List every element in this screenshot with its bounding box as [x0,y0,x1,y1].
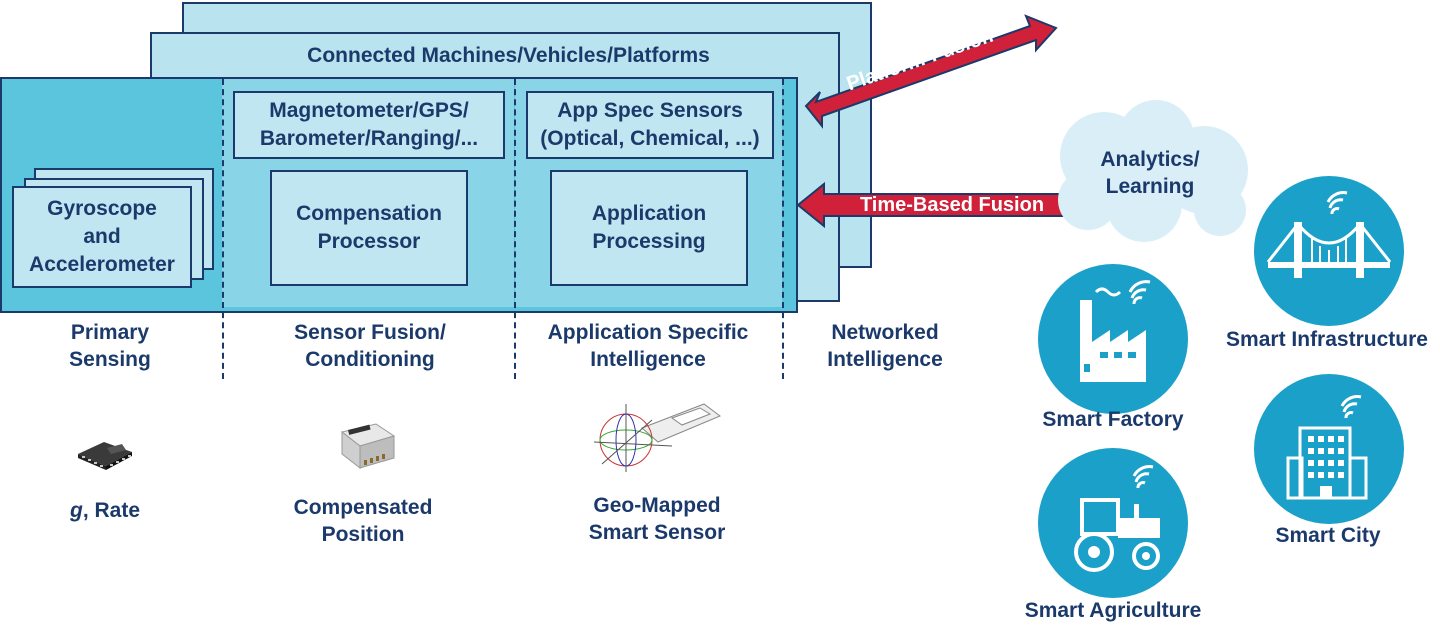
smart-infrastructure-label: Smart Infrastructure [1226,328,1428,351]
smart-agriculture-label: Smart Agriculture [1024,599,1202,622]
smart-infrastructure-circle [1254,176,1404,326]
divider-1 [222,79,224,379]
chip-icon [74,434,138,474]
rate-text: , Rate [82,499,140,522]
imu-module-icon [336,420,398,474]
app-spec-line-2: (Optical, Chemical, ...) [540,127,760,150]
application-processing-box: Application Processing [550,170,748,286]
divider-3 [782,79,784,379]
magnetometer-box: Magnetometer/GPS/ Barometer/Ranging/... [233,91,505,159]
bridge-icon [1266,191,1392,278]
smart-factory-label: Smart Factory [1042,408,1184,431]
gyro-line-1: Gyroscope [47,197,157,220]
compensation-processor-box: Compensation Processor [270,170,468,286]
app-spec-sensors-box: App Spec Sensors (Optical, Chemical, ...… [526,91,774,159]
smart-factory-circle [1038,264,1188,414]
compensation-line-1: Compensation [296,202,442,225]
column-networked-intelligence: Networked Intelligence [827,321,943,371]
wifi-icon [1128,280,1151,305]
layer-title-connected: Connected Machines/Vehicles/Platforms [307,44,710,67]
gyroscope-box: Gyroscope and Accelerometer [12,186,192,288]
column-application-intelligence: Application Specific Intelligence [547,321,749,371]
smart-city-label: Smart City [1275,524,1381,547]
platform-fusion-arrow [804,14,1058,129]
application-line-1: Application [591,202,707,225]
tractor-icon [1074,465,1160,572]
compensation-line-2: Processor [317,230,421,253]
app-spec-line-1: App Spec Sensors [557,99,743,122]
smart-city-circle [1254,374,1404,524]
magnetometer-line-2: Barometer/Ranging/... [259,127,479,150]
product-compensated-position: Compensated Position [293,496,433,546]
gyro-line-3: Accelerometer [29,253,175,276]
smart-agriculture-circle [1038,448,1188,598]
product-geo-mapped: Geo-Mapped Smart Sensor [588,494,726,544]
sensor-device-icon [592,398,724,474]
product-rate: g, Rate [40,497,170,524]
application-line-2: Processing [592,230,706,253]
magnetometer-line-1: Magnetometer/GPS/ [269,99,469,122]
gyro-line-2: and [83,225,121,248]
rate-g: g [69,499,83,522]
column-primary-sensing: Primary Sensing [69,321,151,371]
divider-2 [514,79,516,379]
buildings-icon [1286,395,1368,500]
column-sensor-fusion: Sensor Fusion/ Conditioning [294,321,446,371]
time-based-fusion-label: Time-Based Fusion [859,194,1045,216]
cloud-analytics-learning: Analytics/ Learning [1100,148,1200,198]
cloud-icon [1058,100,1248,242]
factory-icon [1080,280,1151,382]
